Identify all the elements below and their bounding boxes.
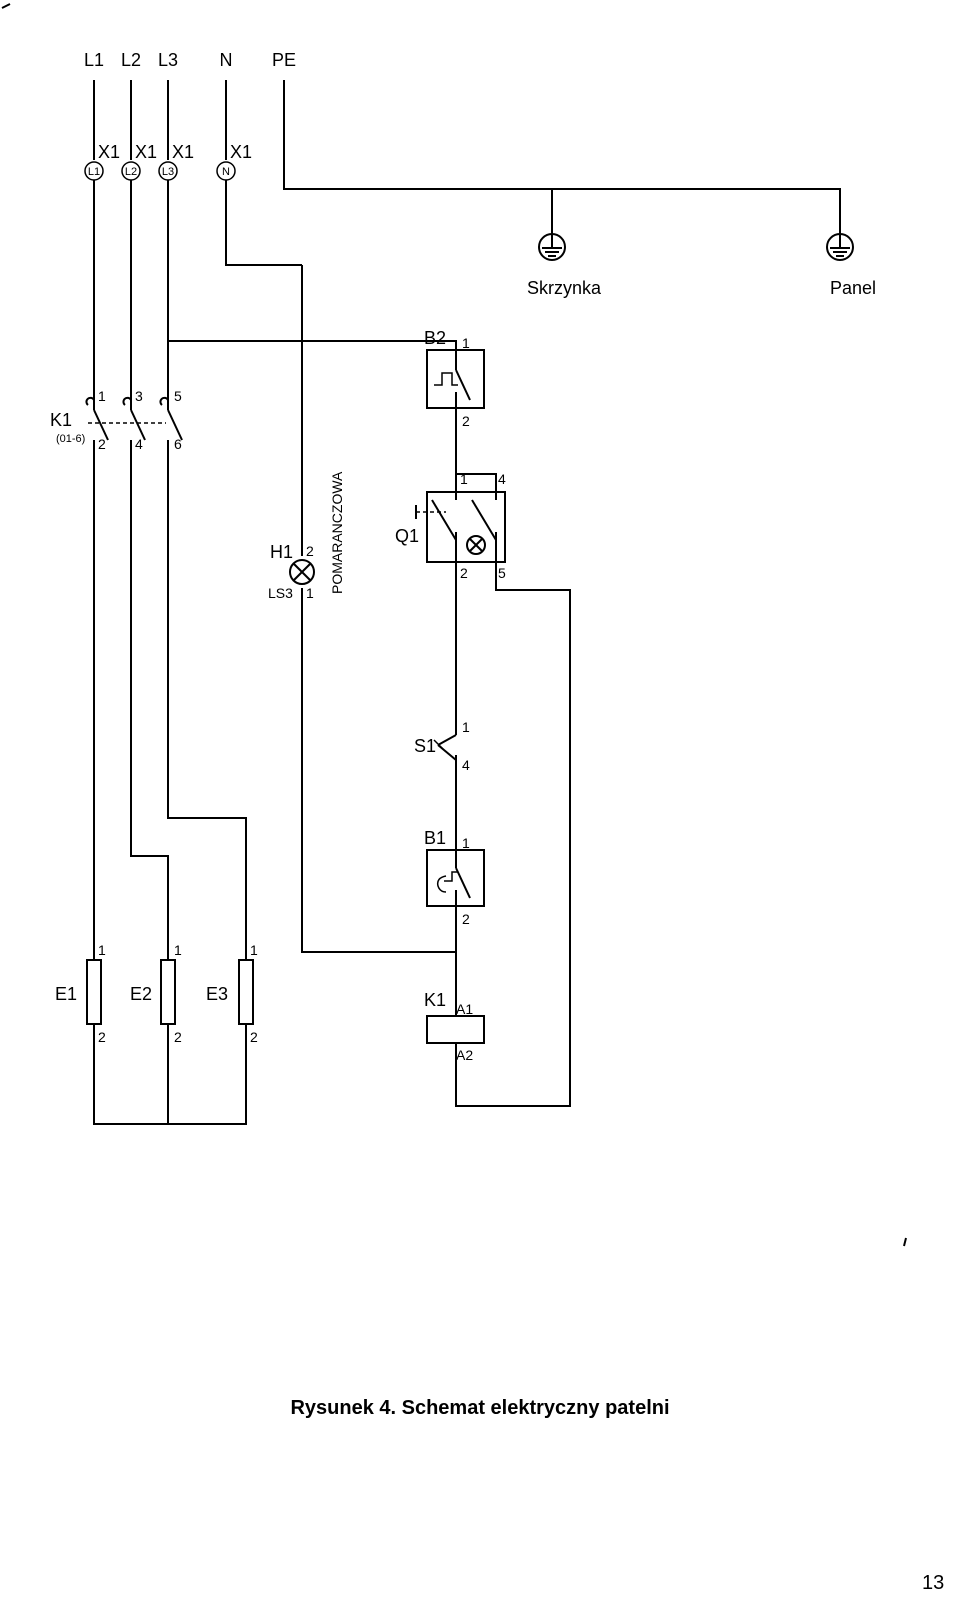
svg-text:S1: S1 <box>414 736 436 756</box>
terminal-n: N X1 <box>216 142 252 181</box>
svg-text:E3: E3 <box>206 984 228 1004</box>
svg-text:X1: X1 <box>230 142 252 162</box>
svg-text:E1: E1 <box>55 984 77 1004</box>
terminal-l2: L2 X1 <box>121 142 157 181</box>
control-wiring <box>93 180 571 1125</box>
svg-text:1: 1 <box>462 335 470 351</box>
label-l3: L3 <box>158 50 178 70</box>
thermostat-b2: B2 1 2 <box>424 328 485 429</box>
svg-text:X1: X1 <box>172 142 194 162</box>
svg-text:B2: B2 <box>424 328 446 348</box>
switch-q1: Q1 1 4 2 5 <box>395 471 506 581</box>
terminal-l1: L1 X1 <box>84 142 120 181</box>
label-skrzynka: Skrzynka <box>527 278 602 298</box>
svg-text:B1: B1 <box>424 828 446 848</box>
earth-symbol-panel <box>826 233 854 261</box>
svg-text:X1: X1 <box>135 142 157 162</box>
svg-text:2: 2 <box>250 1029 258 1045</box>
svg-text:A1: A1 <box>456 1001 473 1017</box>
terminal-l3: L3 X1 <box>158 142 194 181</box>
svg-text:4: 4 <box>462 757 470 773</box>
figure-caption: Rysunek 4. Schemat elektryczny patelni <box>290 1397 670 1419</box>
svg-text:1: 1 <box>460 471 468 487</box>
svg-text:2: 2 <box>98 1029 106 1045</box>
stray-mark <box>903 1237 907 1247</box>
label-l1: L1 <box>84 50 104 70</box>
svg-text:X1: X1 <box>98 142 120 162</box>
svg-text:1: 1 <box>250 942 258 958</box>
svg-text:A2: A2 <box>456 1047 473 1063</box>
svg-text:H1: H1 <box>270 542 293 562</box>
svg-text:4: 4 <box>135 436 143 452</box>
svg-text:(01-6): (01-6) <box>56 433 85 445</box>
svg-text:1: 1 <box>462 835 470 851</box>
svg-text:1: 1 <box>98 942 106 958</box>
label-pe: PE <box>272 50 296 70</box>
indicator-lamp-h1: H1 LS3 2 1 <box>268 542 315 601</box>
heater-e2: E2 1 2 <box>130 942 182 1045</box>
earth-symbol-box <box>538 233 566 261</box>
svg-text:3: 3 <box>135 388 143 404</box>
svg-text:L1: L1 <box>88 166 100 178</box>
svg-text:N: N <box>222 166 230 178</box>
switch-s1: S1 1 4 <box>414 719 470 773</box>
svg-text:2: 2 <box>174 1029 182 1045</box>
svg-text:Q1: Q1 <box>395 526 419 546</box>
label-l2: L2 <box>121 50 141 70</box>
svg-text:L2: L2 <box>125 166 137 178</box>
svg-text:2: 2 <box>462 911 470 927</box>
svg-text:1: 1 <box>462 719 470 735</box>
svg-text:E2: E2 <box>130 984 152 1004</box>
svg-text:6: 6 <box>174 436 182 452</box>
svg-text:K1: K1 <box>424 990 446 1010</box>
heater-e1: E1 1 2 <box>55 942 106 1045</box>
svg-text:2: 2 <box>462 413 470 429</box>
svg-text:4: 4 <box>498 471 506 487</box>
contactor-k1-coil: K1 A1 A2 <box>424 990 485 1063</box>
svg-text:1: 1 <box>98 388 106 404</box>
svg-text:1: 1 <box>306 585 314 601</box>
thermostat-b1: B1 1 2 <box>424 828 485 927</box>
svg-text:L3: L3 <box>162 166 174 178</box>
contactor-k1-contacts: K1 (01-6) 1 3 5 2 4 6 <box>50 388 183 452</box>
svg-text:5: 5 <box>174 388 182 404</box>
lamp-color-label: POMARANCZOWA <box>329 471 345 594</box>
svg-text:2: 2 <box>98 436 106 452</box>
supply-wires <box>93 80 841 234</box>
label-n: N <box>220 50 233 70</box>
svg-text:2: 2 <box>306 543 314 559</box>
page-number: 13 <box>922 1572 945 1594</box>
label-panel: Panel <box>830 278 876 298</box>
svg-text:2: 2 <box>460 565 468 581</box>
svg-text:LS3: LS3 <box>268 585 293 601</box>
corner-mark <box>1 3 11 9</box>
svg-text:1: 1 <box>174 942 182 958</box>
svg-text:K1: K1 <box>50 410 72 430</box>
heater-e3: E3 1 2 <box>206 942 258 1045</box>
svg-text:5: 5 <box>498 565 506 581</box>
